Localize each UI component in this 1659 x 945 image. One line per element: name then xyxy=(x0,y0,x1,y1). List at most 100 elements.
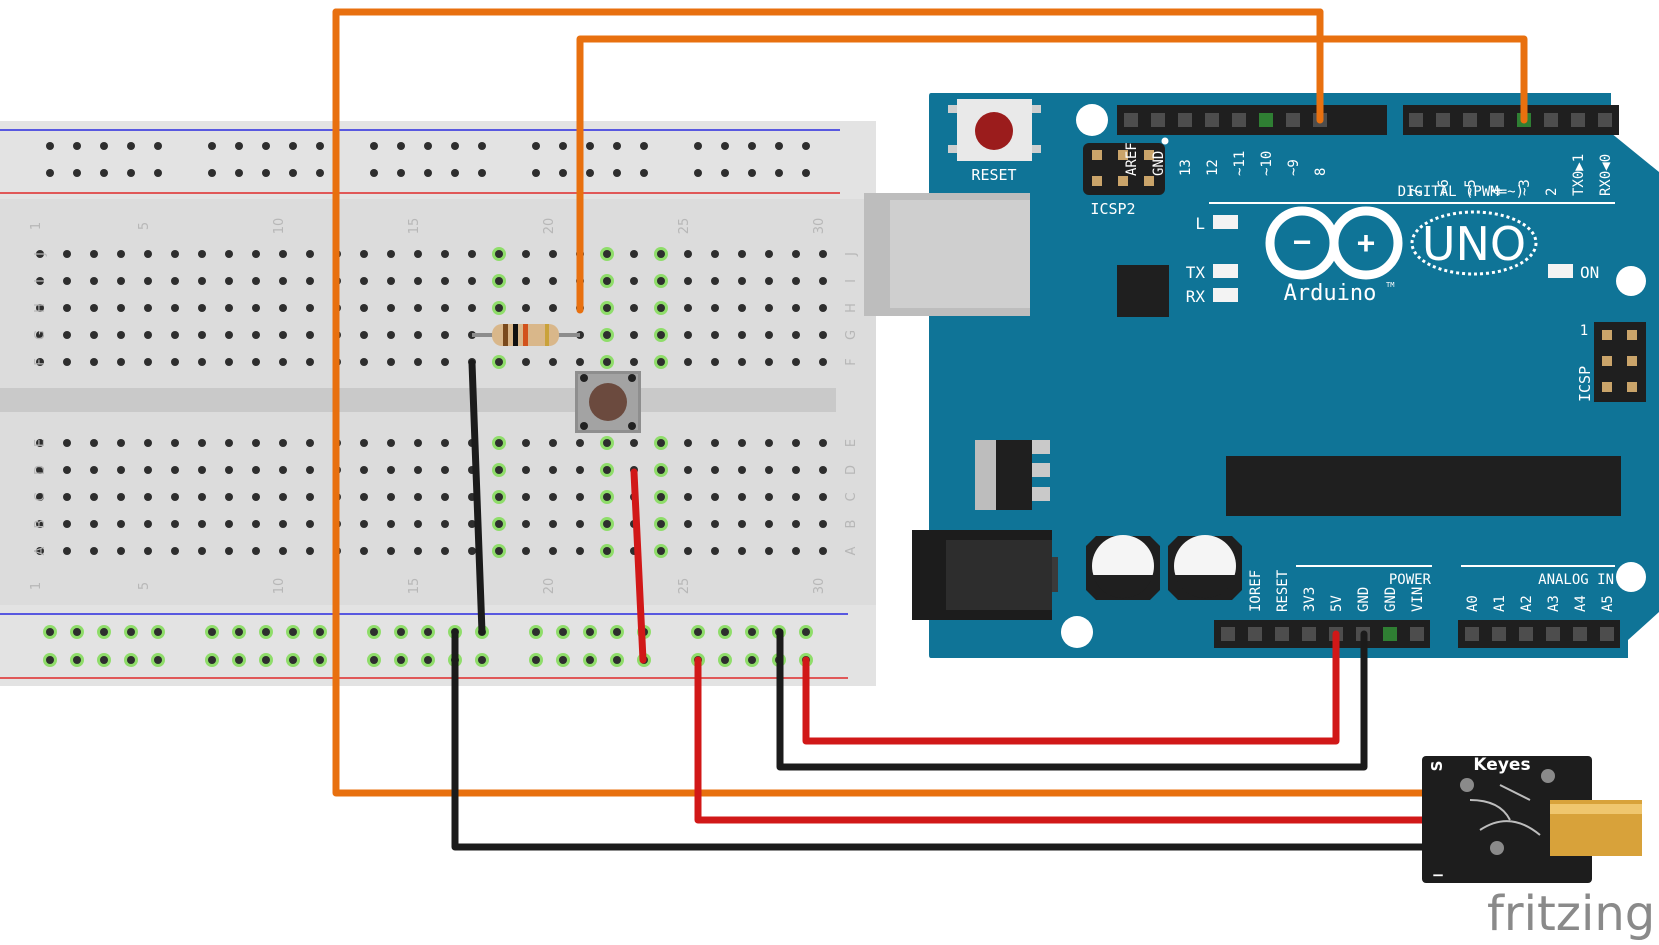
breadboard-hole xyxy=(154,656,162,664)
breadboard-hole xyxy=(198,493,206,501)
reset-label: RESET xyxy=(971,166,1016,184)
breadboard-hole xyxy=(198,331,206,339)
breadboard-hole xyxy=(819,358,827,366)
header-socket xyxy=(1178,113,1192,127)
breadboard-hole xyxy=(90,547,98,555)
breadboard-hole xyxy=(819,547,827,555)
breadboard-hole xyxy=(90,358,98,366)
breadboard-hole xyxy=(549,358,557,366)
breadboard-hole xyxy=(144,277,152,285)
pin-label: A5 xyxy=(1600,595,1616,612)
breadboard-hole xyxy=(252,277,260,285)
breadboard-hole xyxy=(144,547,152,555)
breadboard-hole xyxy=(775,169,783,177)
pin-label: 8 xyxy=(1313,168,1329,176)
breadboard-hole xyxy=(90,250,98,258)
pin-label: 13 xyxy=(1178,159,1194,176)
breadboard-hole xyxy=(522,358,530,366)
center-channel xyxy=(0,388,836,412)
breadboard-hole xyxy=(748,169,756,177)
header-socket xyxy=(1492,627,1506,641)
breadboard-hole xyxy=(549,520,557,528)
column-number-label: 20 xyxy=(542,218,557,235)
breadboard-hole xyxy=(603,547,611,555)
fritzing-watermark: fritzing xyxy=(1487,886,1655,942)
breadboard-hole xyxy=(468,250,476,258)
push-button[interactable] xyxy=(575,371,641,433)
row-letter-label: B xyxy=(33,520,48,529)
breadboard-hole xyxy=(765,277,773,285)
reset-button[interactable] xyxy=(975,112,1013,150)
breadboard-hole xyxy=(559,169,567,177)
breadboard-hole xyxy=(117,358,125,366)
breadboard-hole xyxy=(279,547,287,555)
breadboard-hole xyxy=(279,331,287,339)
laser-brand-label: Keyes xyxy=(1473,755,1530,775)
breadboard-hole xyxy=(235,628,243,636)
wire-orange-pin10 xyxy=(332,8,1324,124)
breadboard-hole xyxy=(208,169,216,177)
pin-label: ~10 xyxy=(1259,151,1275,176)
breadboard-hole xyxy=(262,169,270,177)
breadboard-hole xyxy=(603,439,611,447)
breadboard-hole xyxy=(522,466,530,474)
breadboard-hole xyxy=(424,142,432,150)
breadboard-hole xyxy=(684,466,692,474)
breadboard-hole xyxy=(549,466,557,474)
pin-label: 12 xyxy=(1205,159,1221,176)
breadboard-hole xyxy=(549,277,557,285)
breadboard-hole xyxy=(522,493,530,501)
breadboard-hole xyxy=(252,466,260,474)
breadboard-hole xyxy=(360,466,368,474)
pin-label: A4 xyxy=(1573,595,1589,612)
breadboard-hole xyxy=(748,656,756,664)
wire-black-laser-gnd xyxy=(451,628,1434,851)
row-letter-label: C xyxy=(844,492,859,501)
breadboard-hole xyxy=(640,142,648,150)
breadboard-hole xyxy=(657,277,665,285)
breadboard-hole xyxy=(792,466,800,474)
pin-label: 7 xyxy=(1409,188,1425,196)
breadboard-hole xyxy=(684,547,692,555)
breadboard-hole xyxy=(208,142,216,150)
icsp-header xyxy=(1594,322,1646,402)
breadboard-hole xyxy=(360,331,368,339)
breadboard-hole xyxy=(549,250,557,258)
breadboard-hole xyxy=(144,439,152,447)
breadboard-hole xyxy=(46,628,54,636)
breadboard-hole xyxy=(397,628,405,636)
breadboard-hole xyxy=(144,250,152,258)
header-socket xyxy=(1573,627,1587,641)
breadboard-hole xyxy=(73,628,81,636)
breadboard-hole xyxy=(208,628,216,636)
breadboard-hole xyxy=(387,250,395,258)
breadboard-hole xyxy=(684,331,692,339)
row-letter-label: C xyxy=(33,492,48,501)
pin-label: A0 xyxy=(1465,595,1481,612)
breadboard-hole xyxy=(370,656,378,664)
breadboard-hole xyxy=(522,304,530,312)
breadboard-hole xyxy=(127,169,135,177)
breadboard-hole xyxy=(387,493,395,501)
breadboard-hole xyxy=(117,520,125,528)
breadboard-hole xyxy=(765,331,773,339)
column-number-label: 5 xyxy=(137,582,152,590)
breadboard-hole xyxy=(397,169,405,177)
pin-label: IOREF xyxy=(1248,570,1264,612)
breadboard-hole xyxy=(657,250,665,258)
breadboard-hole xyxy=(90,331,98,339)
breadboard-hole xyxy=(441,250,449,258)
breadboard-hole xyxy=(478,656,486,664)
model-label: UNO xyxy=(1422,217,1526,271)
breadboard-hole xyxy=(684,250,692,258)
pin-label: RX0◀0 xyxy=(1598,154,1614,196)
breadboard-hole xyxy=(603,466,611,474)
column-number-label: 30 xyxy=(812,218,827,235)
breadboard-hole xyxy=(468,547,476,555)
breadboard-hole xyxy=(387,547,395,555)
led-on xyxy=(1548,264,1573,278)
breadboard-hole xyxy=(657,331,665,339)
wire-red-button xyxy=(630,468,647,664)
breadboard-hole xyxy=(657,520,665,528)
breadboard-hole xyxy=(613,656,621,664)
